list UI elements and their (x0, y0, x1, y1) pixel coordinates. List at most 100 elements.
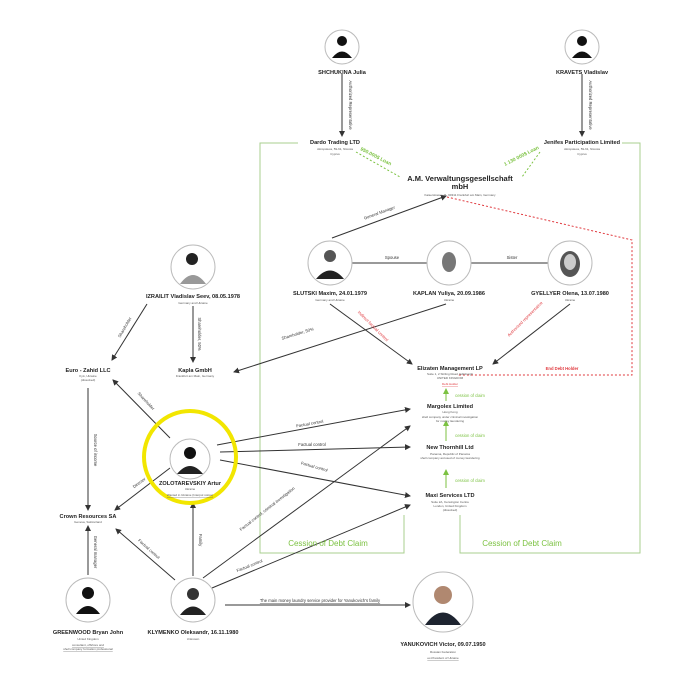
relationship-lines (85, 74, 585, 608)
person-greenwood[interactable]: GREENWOOD Bryan John United Kingdom cons… (53, 577, 124, 651)
company-name: Elizaten Management LP (417, 366, 483, 372)
person-note: consultant, offshore and (72, 643, 104, 647)
photo-icon (316, 250, 344, 279)
edge-label: Factual control (236, 558, 263, 573)
company-margolex[interactable]: Margolex Limited Hong Kong shell company… (422, 404, 479, 423)
company-country: Panama, Republic of Panama (430, 452, 470, 456)
company-note: shell company accused of money launderin… (420, 456, 480, 460)
end-debt-holder-label: End Debt Holder (546, 366, 579, 371)
highlight-circle (142, 409, 238, 505)
person-name: KAPLAN Yuliya, 20.09.1986 (413, 291, 485, 297)
person-country: Unknown (187, 637, 200, 641)
company-country: Hong Kong (442, 410, 457, 414)
person-note: ex-President of Ukraine (427, 656, 459, 660)
company-country: Cyprus (577, 152, 587, 156)
edge-label-authorized-representative: Authorized representative (506, 300, 544, 338)
person-country: Germany and Ukraine (178, 301, 208, 305)
company-address: Kyiv, Ukraine (79, 374, 97, 378)
company-name: Kapla GmbH (178, 368, 212, 374)
edge-label-spouse: Spouse (385, 255, 400, 260)
person-klymenko[interactable]: KLYMENKO Oleksandr, 16.11.1980 Unknown (148, 577, 239, 641)
male-silhouette-icon (76, 587, 100, 614)
cession-debt-claim-left: Cession of Debt Claim (288, 539, 368, 548)
photo-icon (177, 447, 203, 474)
edge-label-indirect-control: Indirect factual control (357, 310, 390, 343)
company-crown-resources[interactable]: Crown Resources SA Geneva, Switzerland (60, 514, 117, 524)
person-country: Ukraine (565, 298, 576, 302)
edge-label: Factual control (296, 419, 324, 429)
company-address: Akropoleos, 59-61, Nicosia (317, 147, 353, 151)
company-name: Margolex Limited (427, 404, 474, 410)
cession-label: cession of claim (455, 478, 485, 483)
company-country: UNITED KINGDOM (437, 376, 464, 380)
person-slutski[interactable]: SLUTSKI Maxim, 24.01.1979 Germany and Uk… (293, 240, 367, 302)
company-elizaten[interactable]: Elizaten Management LP Suite 1, 2 Stirli… (417, 366, 483, 386)
person-name: KLYMENKO Oleksandr, 16.11.1980 (148, 630, 239, 636)
company-new-thornhill[interactable]: New Thornhill Ltd Panama, Republic of Pa… (420, 445, 480, 460)
company-address: Geneva, Switzerland (74, 520, 102, 524)
person-kravets[interactable]: KRAVETS Vladislav (556, 29, 609, 76)
person-izrailit[interactable]: IZRAILIT Vladislav Seev, 08.05.1978 Germ… (146, 244, 240, 305)
edge-label: General Manager (363, 204, 396, 220)
person-zolotarevskiy[interactable]: ZOLOTAREVSKIY Artur Ukraine Wanted in Uk… (159, 438, 222, 497)
person-note: shell company formation professional (63, 647, 113, 651)
person-name: KRAVETS Vladislav (556, 70, 609, 76)
edge-label-laundry: The main money laundry service provider … (260, 598, 381, 603)
person-name: ZOLOTAREVSKIY Artur (159, 481, 222, 487)
person-yanukovich[interactable]: YANUKOVICH Victor, 09.07.1950 Russian Fe… (400, 571, 486, 660)
person-kaplan[interactable]: KAPLAN Yuliya, 20.09.1986 Ukraine (413, 240, 485, 302)
edge-label: Authorized Representative (588, 80, 593, 130)
person-country: Ukraine (185, 487, 196, 491)
person-name: SLUTSKI Maxim, 24.01.1979 (293, 291, 367, 297)
company-name: New Thornhill Ltd (426, 445, 474, 451)
company-note: shell company under criminal investigati… (422, 415, 479, 419)
company-kapla[interactable]: Kapla GmbH Frankfurt am Main, Germany (176, 368, 215, 378)
company-euro-zahid[interactable]: Euro - Zahid LLC Kyiv, Ukraine (dissolve… (65, 368, 110, 382)
cession-label: cession of claim (455, 393, 485, 398)
company-maxi-services[interactable]: Maxi Services LTD Suite 2A, Kensington C… (425, 493, 474, 512)
cession-frame (259, 142, 641, 554)
company-dardo[interactable]: Dardo Trading LTD Akropoleos, 59-61, Nic… (310, 140, 360, 156)
edge-label: Factual control (301, 460, 329, 472)
company-note: for money laundering (436, 419, 465, 423)
company-name: Jenifes Participation Limited (544, 140, 621, 146)
photo-icon (560, 251, 580, 277)
edge-label: Factual control (137, 538, 161, 560)
edge-label: Source of income (93, 434, 98, 467)
edge-label: Shareholder (117, 316, 133, 339)
edge-label: Shareholder, 50% (197, 317, 202, 351)
person-country: United Kingdom (77, 637, 99, 641)
photo-icon (442, 252, 456, 272)
edge-label: Authorized Representative (348, 80, 353, 130)
company-address: Suite 2A, Kensington Centre (431, 500, 469, 504)
end-debt-holder-line (446, 196, 633, 376)
edge-label: Shareholder, 50% (281, 326, 315, 341)
debt-holder-tag: Debt Holder (442, 382, 458, 386)
company-address: Kaiserstrasse 11, 60311 Frankfurt am Mai… (424, 193, 496, 197)
person-shchukina[interactable]: SHCHUKINA Julia (318, 29, 367, 76)
photo-icon (180, 588, 206, 615)
company-am-verwaltung[interactable]: A.M. Verwaltungsgesellschaft mbH Kaisers… (407, 174, 513, 197)
loan-line-dardo (355, 151, 401, 178)
company-country: Cyprus (330, 152, 340, 156)
company-jenifes[interactable]: Jenifes Participation Limited Akropoleos… (544, 140, 621, 156)
person-country: Russian Federation (430, 650, 456, 654)
company-name: Maxi Services LTD (425, 493, 474, 499)
edge-label: Family (198, 534, 203, 547)
company-name: Euro - Zahid LLC (65, 368, 110, 374)
person-gyellyer[interactable]: GYELLYER Olena, 13.07.1980 Ukraine (531, 240, 609, 302)
person-name: IZRAILIT Vladislav Seev, 08.05.1978 (146, 294, 240, 300)
company-address: Akropoleos, 59-61, Nicosia (564, 147, 600, 151)
male-silhouette-icon (572, 36, 592, 58)
female-silhouette-icon (332, 36, 352, 58)
person-note: Wanted in Ukraine (Interpol notice) (167, 493, 213, 497)
edge-label: Shareholder (136, 391, 156, 412)
person-name: SHCHUKINA Julia (318, 70, 367, 76)
person-name: GYELLYER Olena, 13.07.1980 (531, 291, 609, 297)
edge-label: General manager (93, 536, 98, 569)
person-name: YANUKOVICH Victor, 09.07.1950 (400, 642, 485, 648)
photo-icon (180, 253, 206, 284)
company-address: Suite 1, 2 Stirling Road, Edinburgh (427, 372, 473, 376)
cession-debt-claim-right: Cession of Debt Claim (482, 539, 562, 548)
